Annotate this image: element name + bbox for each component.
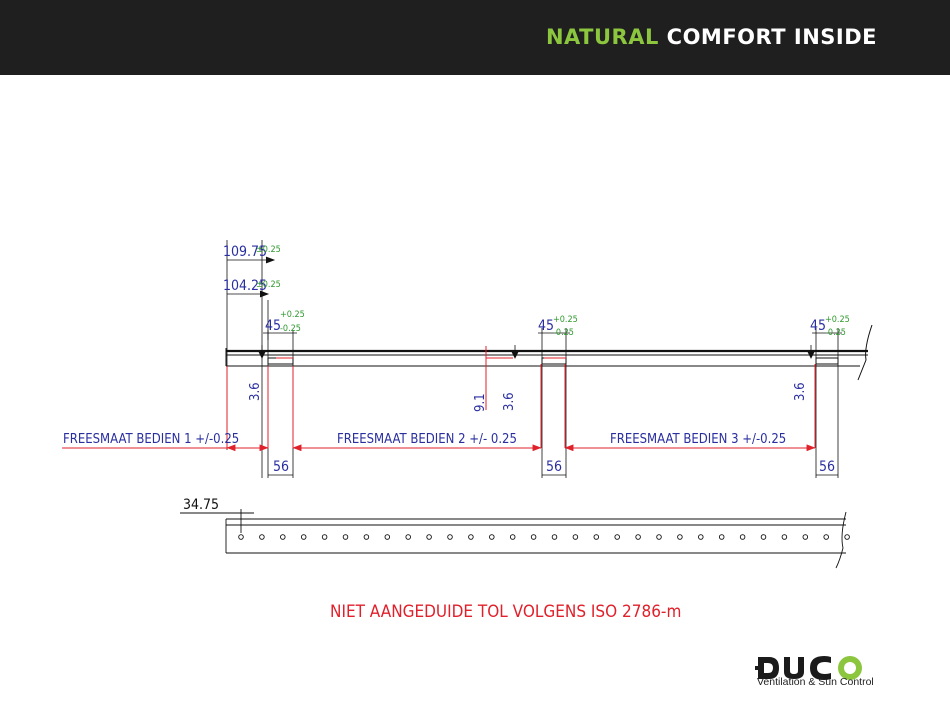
strip-hole <box>678 535 683 540</box>
strip-hole <box>322 535 327 540</box>
strip-hole <box>385 535 390 540</box>
dim-56-3: 56 <box>819 459 835 475</box>
dim-45-3-tol-minus: -0.25 <box>825 328 846 338</box>
dim-109-75-tol: ±0.25 <box>256 245 281 255</box>
dim-45-2-tol-minus: -0.25 <box>553 328 574 338</box>
dim-56-2: 56 <box>546 459 562 475</box>
strip-hole <box>260 535 265 540</box>
strip-hole <box>845 535 850 540</box>
strip-hole <box>615 535 620 540</box>
dim-34-75: 34.75 <box>183 497 219 513</box>
strip-hole <box>448 535 453 540</box>
strip-hole <box>239 535 244 540</box>
slot-pockets <box>268 358 838 364</box>
dim-56-1: 56 <box>273 459 289 475</box>
strip-hole <box>406 535 411 540</box>
dim-3-6-2: 3.6 <box>502 392 517 411</box>
dim-45-1: 45 <box>265 318 281 334</box>
dim-45-2-tol-plus: +0.25 <box>553 315 578 325</box>
dim-45-1-tol-minus: -0.25 <box>280 324 301 334</box>
dim-45-1-tol-plus: +0.25 <box>280 310 305 320</box>
dimension-text: 109.75 ±0.25 104.25 ±0.25 45 +0.25 -0.25… <box>63 244 850 513</box>
strip-hole <box>699 535 704 540</box>
tolerance-note: NIET AANGEDUIDE TOL VOLGENS ISO 2786-m <box>330 602 681 622</box>
dim-104-25-tol: ±0.25 <box>256 280 281 290</box>
strip-hole <box>761 535 766 540</box>
strip-hole <box>531 535 536 540</box>
strip-hole <box>552 535 557 540</box>
label-freesmaat-2: FREESMAAT BEDIEN 2 +/- 0.25 <box>337 432 517 447</box>
dim-3-6-3: 3.6 <box>793 382 808 401</box>
label-freesmaat-1: FREESMAAT BEDIEN 1 +/-0.25 <box>63 432 239 447</box>
strip-hole <box>636 535 641 540</box>
strip-hole <box>490 535 495 540</box>
strip-holes <box>239 535 850 540</box>
dim-45-3: 45 <box>810 318 826 334</box>
strip-hole <box>427 535 432 540</box>
strip-hole <box>301 535 306 540</box>
strip-hole <box>573 535 578 540</box>
strip-hole <box>719 535 724 540</box>
strip-hole <box>594 535 599 540</box>
strip-hole <box>364 535 369 540</box>
strip-hole <box>803 535 808 540</box>
strip-hole <box>510 535 515 540</box>
top-dimension-lines <box>227 257 842 333</box>
logo-subtitle: Ventilation & Sun Control <box>757 676 874 688</box>
strip-hole <box>281 535 286 540</box>
dim-45-3-tol-plus: +0.25 <box>825 315 850 325</box>
strip-hole <box>657 535 662 540</box>
strip-hole <box>740 535 745 540</box>
dim-3-6-1: 3.6 <box>248 382 263 401</box>
strip-hole <box>469 535 474 540</box>
strip-hole <box>343 535 348 540</box>
strip-hole <box>782 535 787 540</box>
dim-45-2: 45 <box>538 318 554 334</box>
label-freesmaat-3: FREESMAAT BEDIEN 3 +/-0.25 <box>610 432 786 447</box>
perforated-strip <box>180 509 846 568</box>
strip-hole <box>824 535 829 540</box>
dim-9-1: 9.1 <box>473 393 488 412</box>
